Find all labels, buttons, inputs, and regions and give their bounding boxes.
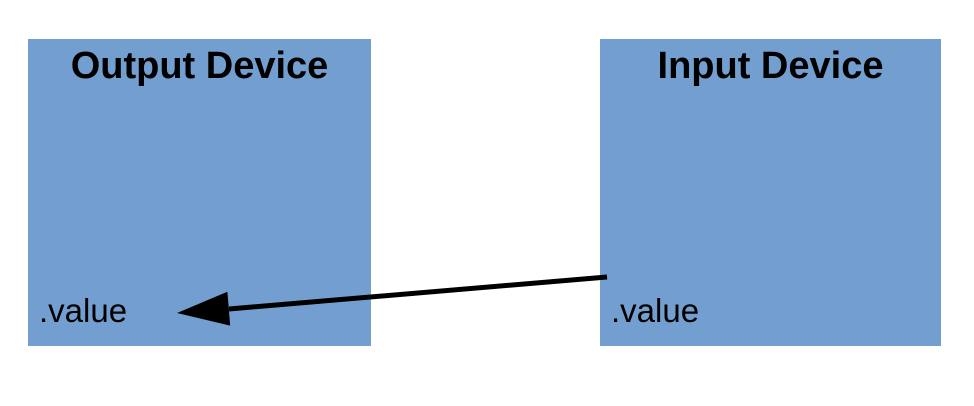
output-device-properties: .value .values .source: [39, 208, 147, 406]
output-property-value: .value: [39, 292, 128, 329]
output-device-box: Output Device .value .values .source: [28, 39, 371, 346]
input-property-value: .value: [611, 292, 700, 329]
input-device-properties: .value .values: [611, 208, 716, 406]
input-device-title: Input Device: [657, 45, 884, 87]
input-device-box: Input Device .value .values: [600, 39, 941, 346]
output-device-title: Output Device: [70, 45, 329, 87]
